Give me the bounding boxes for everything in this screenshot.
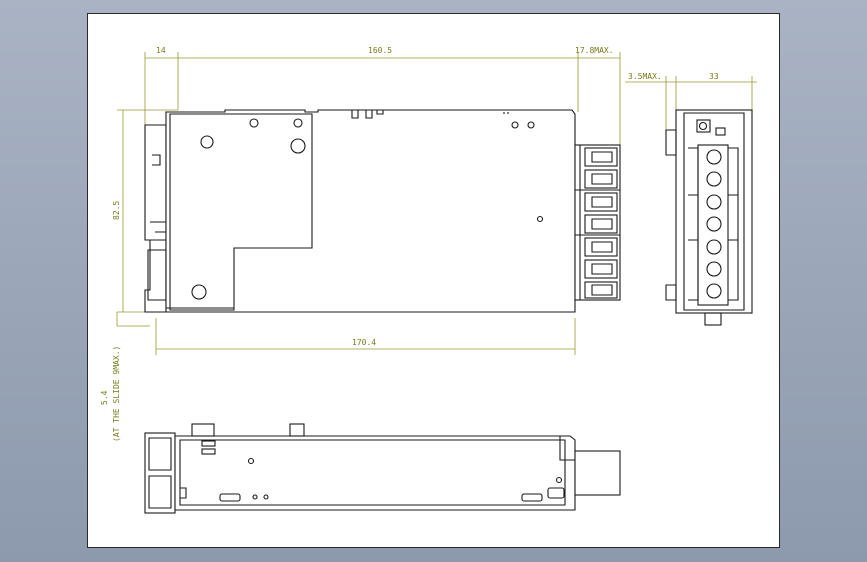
dim-17-8-max: 17.8MAX. — [575, 46, 614, 55]
dimension-texts: 14 160.5 17.8MAX. 3.5MAX. 33 170.4 82.5 … — [100, 46, 719, 442]
dim-5-4: 5.4 — [100, 390, 109, 405]
dim-slide-note: (AT THE SLIDE 9MAX.) — [112, 346, 121, 442]
dim-82-5: 82.5 — [112, 201, 121, 220]
bottom-view — [144, 423, 621, 514]
dim-33: 33 — [709, 72, 719, 81]
dim-3-5-max: 3.5MAX. — [628, 72, 662, 81]
dim-170-4: 170.4 — [352, 338, 376, 347]
dim-160-5: 160.5 — [368, 46, 392, 55]
dim-14: 14 — [156, 46, 166, 55]
dimension-lines — [116, 52, 757, 355]
front-view — [144, 109, 576, 313]
terminal-block — [574, 144, 621, 301]
side-view — [665, 109, 753, 326]
